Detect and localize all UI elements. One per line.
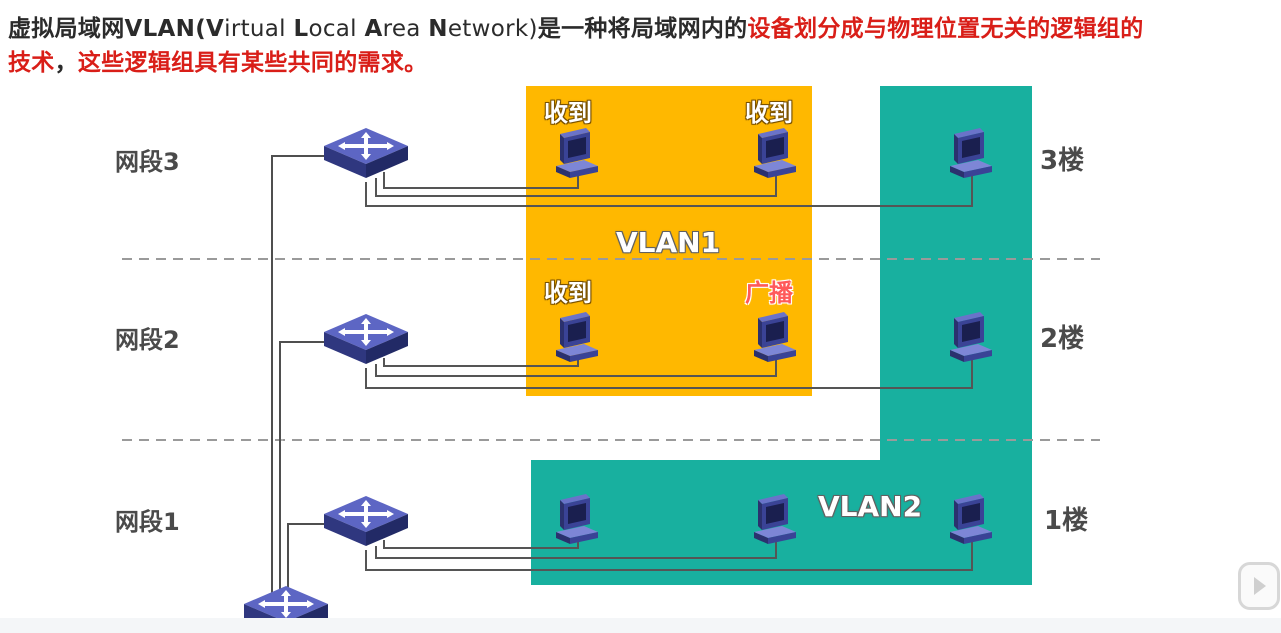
- segment3-cables: [365, 172, 973, 207]
- received-tag: 收到: [544, 279, 592, 307]
- segment1-cables: [365, 538, 973, 571]
- received-tag: 收到: [745, 99, 793, 127]
- switch-icon: [324, 314, 408, 367]
- title: 虚拟局域网VLAN(Virtual Local Area Network)是一种…: [8, 16, 1144, 76]
- switch-icon: [324, 128, 408, 181]
- received-tag: 收到: [544, 99, 592, 127]
- segment2-cables: [365, 356, 973, 389]
- segment-label-2: 网段2: [115, 326, 180, 354]
- title-highlight-1: 设备划分成与物理位置无关的逻辑组的技术: [8, 16, 1144, 76]
- vlan1-label: VLAN1: [616, 226, 721, 259]
- vlan2-region: [531, 86, 1032, 585]
- vlan2-label: VLAN2: [818, 490, 923, 523]
- trunk-cables: [271, 155, 330, 598]
- segment-label-3: 网段3: [115, 148, 180, 176]
- title-highlight-2: 这些逻辑组具有某些共同的需求。: [77, 50, 428, 76]
- floor-label-1: 1楼: [1044, 506, 1089, 536]
- play-button[interactable]: [1238, 562, 1280, 610]
- floor-label-3: 3楼: [1040, 146, 1085, 176]
- segment-label-1: 网段1: [115, 508, 180, 536]
- floor-label-2: 2楼: [1040, 324, 1085, 354]
- switch-icon: [324, 496, 408, 549]
- broadcast-tag: 广播: [745, 279, 793, 307]
